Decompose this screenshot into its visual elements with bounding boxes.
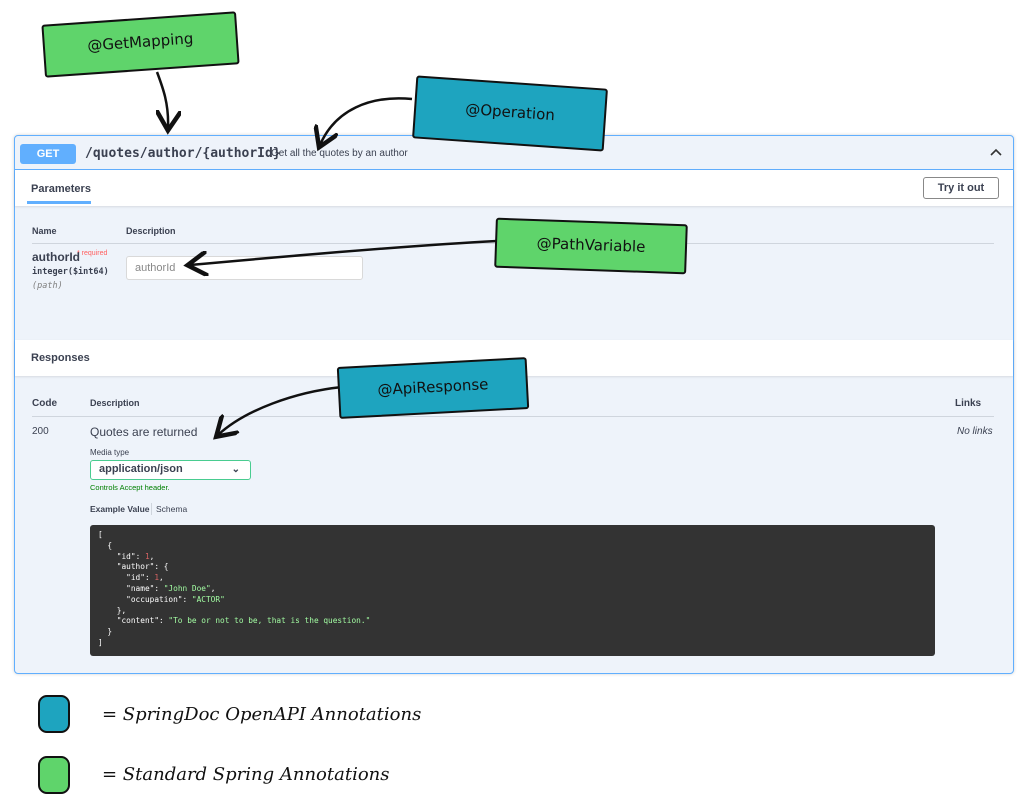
col-links-header: Links (955, 398, 982, 409)
col-name-header: Name (32, 226, 57, 236)
responses-title: Responses (31, 352, 90, 364)
col-code-header: Code (32, 398, 57, 409)
media-type-value: application/json (99, 463, 183, 475)
param-type: integer($int64) (32, 267, 109, 277)
arrow-pathvariable (190, 239, 498, 265)
responses-divider (32, 416, 994, 417)
media-type-select[interactable]: application/json ⌄ (90, 460, 251, 480)
tab-example-value[interactable]: Example Value (90, 504, 150, 514)
legend-standard-text: = Standard Spring Annotations (102, 764, 390, 785)
arrow-apiresponse (218, 385, 343, 435)
annotation-operation-label: @Operation (464, 99, 556, 125)
chevron-down-icon: ⌄ (231, 464, 240, 475)
response-code: 200 (32, 426, 49, 437)
legend-springdoc-swatch (38, 695, 70, 733)
legend-standard-swatch (38, 756, 70, 794)
tab-parameters[interactable]: Parameters (31, 183, 91, 195)
operation-summary[interactable]: GET /quotes/author/{authorId} Get all th… (15, 136, 1013, 170)
param-name: authorId (32, 250, 80, 264)
tab-schema[interactable]: Schema (156, 504, 188, 514)
try-it-out-button[interactable]: Try it out (923, 177, 999, 199)
author-id-input[interactable]: authorId (126, 256, 363, 280)
operation-summary-text: Get all the quotes by an author (271, 148, 408, 159)
controls-accept-note: Controls Accept header. (90, 483, 170, 492)
tab-separator (151, 503, 152, 515)
arrow-getmapping (157, 71, 168, 128)
tab-active-indicator (27, 201, 91, 204)
annotation-pathvariable: @PathVariable (494, 217, 688, 275)
param-location: (path) (32, 281, 63, 291)
annotation-apiresponse: @ApiResponse (336, 357, 530, 419)
arrow-operation (320, 97, 413, 145)
annotation-pathvariable-label: @PathVariable (536, 234, 646, 256)
param-required-badge: * required (77, 250, 108, 257)
http-method-badge: GET (20, 144, 76, 164)
media-type-label: Media type (90, 448, 130, 457)
parameters-header: Parameters Try it out (15, 170, 1013, 206)
example-json-block: [ { "id": 1, "author": { "id": 1, "name"… (90, 525, 935, 656)
response-links: No links (957, 426, 993, 437)
annotation-apiresponse-label: @ApiResponse (377, 375, 489, 399)
annotation-getmapping-label: @GetMapping (86, 29, 194, 55)
legend-springdoc-text: = SpringDoc OpenAPI Annotations (102, 704, 422, 725)
col-response-description-header: Description (90, 398, 140, 408)
annotation-operation: @Operation (412, 75, 608, 152)
endpoint-path: /quotes/author/{authorId} (85, 146, 281, 161)
response-description: Quotes are returned (90, 425, 198, 439)
chevron-up-icon[interactable] (989, 145, 1003, 159)
col-description-header: Description (126, 226, 176, 236)
